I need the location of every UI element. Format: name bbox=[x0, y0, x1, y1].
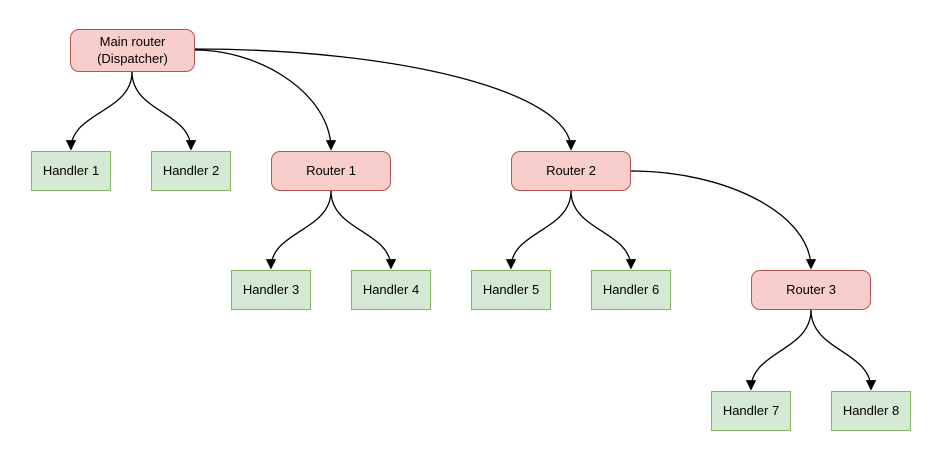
edge-router1-handler3 bbox=[265, 190, 332, 270]
node-handler-2: Handler 2 bbox=[151, 151, 231, 191]
edge-main-router1 bbox=[194, 49, 337, 151]
edge-router3-handler8 bbox=[810, 309, 877, 391]
node-main-router: Main router (Dispatcher) bbox=[70, 29, 195, 72]
edge-router2-handler5 bbox=[505, 190, 572, 270]
node-router-3: Router 3 bbox=[751, 270, 871, 310]
node-handler-3: Handler 3 bbox=[231, 270, 311, 310]
node-handler-4: Handler 4 bbox=[351, 270, 431, 310]
edge-main-handler1 bbox=[65, 71, 133, 151]
edge-router3-handler7 bbox=[745, 309, 812, 391]
edge-router2-router3 bbox=[630, 170, 817, 270]
node-handler-7: Handler 7 bbox=[711, 391, 791, 431]
edge-router1-handler4 bbox=[330, 190, 397, 270]
edge-main-router2 bbox=[194, 48, 577, 151]
node-router-1: Router 1 bbox=[271, 151, 391, 191]
edge-main-handler2 bbox=[131, 71, 197, 151]
node-handler-5: Handler 5 bbox=[471, 270, 551, 310]
node-handler-1: Handler 1 bbox=[31, 151, 111, 191]
node-handler-6: Handler 6 bbox=[591, 270, 671, 310]
edge-router2-handler6 bbox=[570, 190, 637, 270]
node-handler-8: Handler 8 bbox=[831, 391, 911, 431]
node-router-2: Router 2 bbox=[511, 151, 631, 191]
